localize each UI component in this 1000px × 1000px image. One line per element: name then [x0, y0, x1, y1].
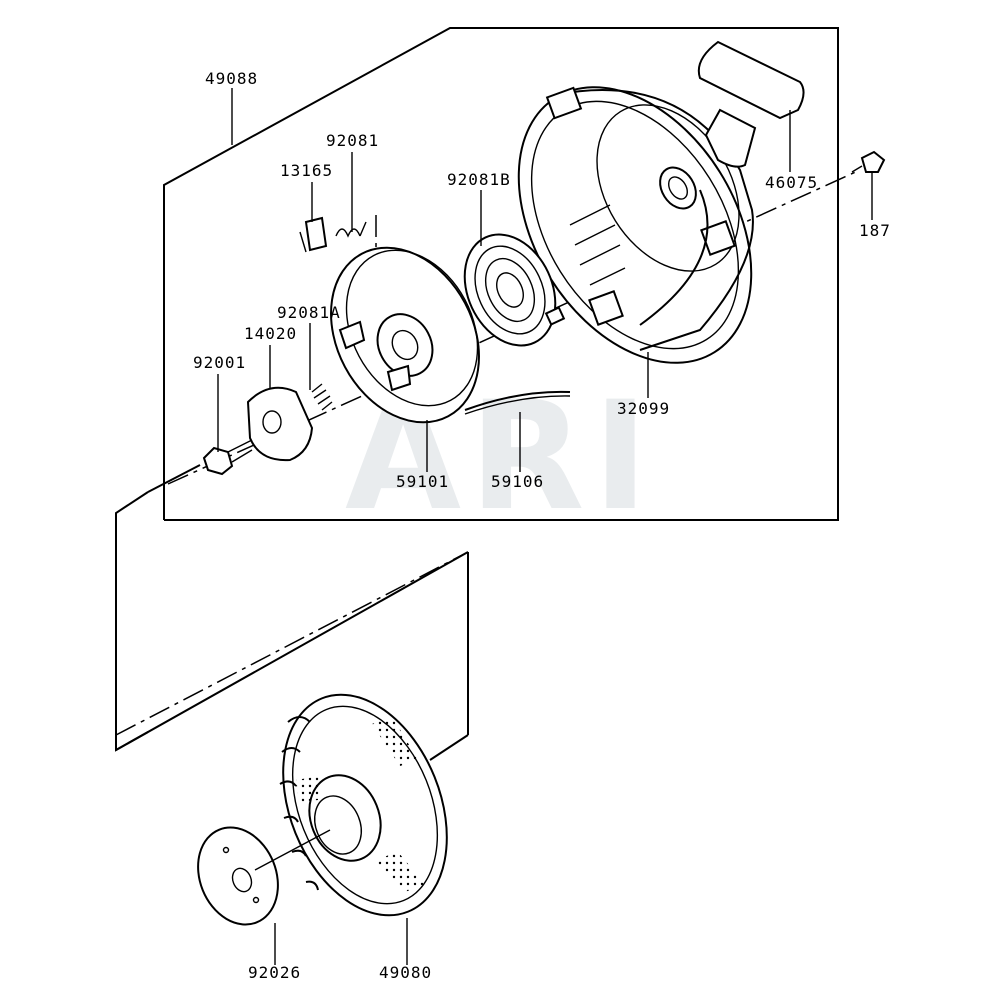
part-label-92081A: 92081A [277, 303, 341, 322]
part-label-59106: 59106 [491, 472, 544, 491]
ratchet-14020 [246, 386, 314, 462]
part-label-13165: 13165 [280, 161, 333, 180]
upper-assembly-frame [163, 27, 839, 521]
plate-92026 [197, 826, 331, 926]
cover-49080 [279, 693, 448, 917]
reel-59101 [330, 246, 480, 424]
part-label-187: 187 [859, 221, 891, 240]
part-label-92081: 92081 [326, 131, 379, 150]
spring-92081 [335, 221, 367, 238]
rope-59106 [464, 390, 571, 415]
bolt-187 [851, 150, 886, 173]
starter-handle-46075 [697, 40, 805, 168]
lower-assembly-frame [115, 464, 469, 761]
part-label-49088: 49088 [205, 69, 258, 88]
part-label-46075: 46075 [765, 173, 818, 192]
part-label-92026: 92026 [248, 963, 301, 982]
spiral-spring-92081B [463, 233, 566, 347]
pawl-13165 [299, 216, 328, 253]
part-label-92001: 92001 [193, 353, 246, 372]
part-label-14020: 14020 [244, 324, 297, 343]
part-label-92081B: 92081B [447, 170, 511, 189]
part-label-49080: 49080 [379, 963, 432, 982]
bolt-92001 [202, 439, 253, 476]
spring-92081A [311, 383, 333, 411]
leader-lines [217, 88, 873, 965]
part-label-59101: 59101 [396, 472, 449, 491]
part-label-32099: 32099 [617, 399, 670, 418]
